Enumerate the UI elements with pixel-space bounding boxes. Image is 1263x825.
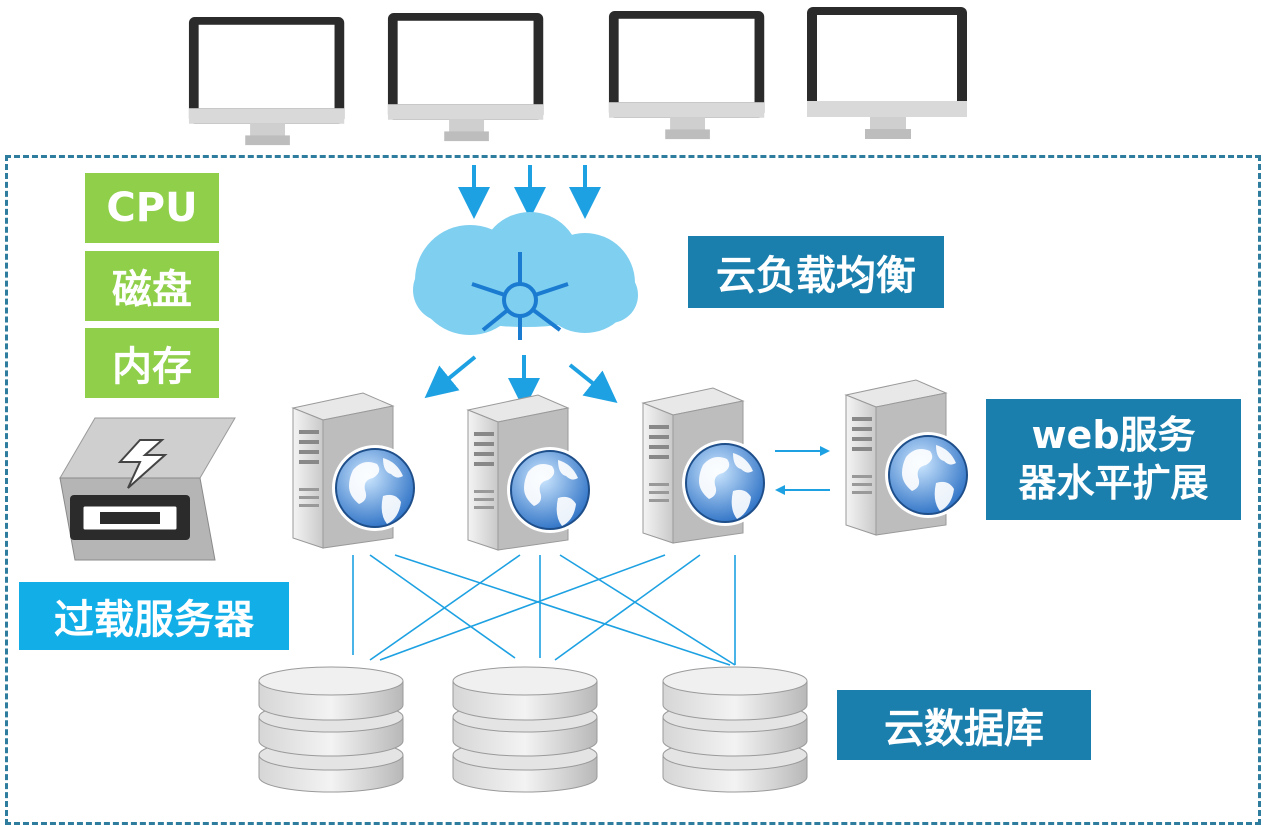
web-server-icon bbox=[467, 394, 594, 551]
web-server-icon bbox=[845, 379, 972, 536]
database-icon bbox=[662, 666, 808, 793]
monitor-icon bbox=[387, 13, 544, 142]
overloaded-server-label: 过载服务器 bbox=[19, 582, 289, 650]
system-boundary-frame bbox=[5, 155, 1261, 825]
cloud-to-server-arrows bbox=[424, 355, 618, 410]
server-database-links bbox=[352, 554, 736, 666]
overloaded-server-icon bbox=[59, 417, 236, 561]
cloud-database-label: 云数据库 bbox=[837, 690, 1091, 760]
monitor-icon bbox=[608, 11, 765, 140]
cpu-tag: CPU bbox=[85, 173, 219, 243]
web-scaling-label: web服务 器水平扩展 bbox=[986, 399, 1241, 520]
web-server-icon bbox=[642, 387, 769, 544]
database-icon bbox=[258, 666, 404, 793]
memory-tag: 内存 bbox=[85, 328, 219, 398]
client-to-cloud-arrows bbox=[458, 165, 601, 219]
scaling-arrows bbox=[775, 446, 830, 495]
web-server-icon bbox=[292, 392, 419, 549]
monitor-icon bbox=[807, 7, 967, 139]
web-scaling-label-line2: 器水平扩展 bbox=[1018, 460, 1209, 505]
database-icon bbox=[452, 666, 598, 793]
load-balancer-label: 云负载均衡 bbox=[688, 236, 944, 308]
cloud-balancer-icon bbox=[413, 212, 638, 340]
web-scaling-label-line1: web服务 bbox=[1031, 413, 1196, 457]
disk-tag: 磁盘 bbox=[85, 251, 219, 321]
monitor-icon bbox=[188, 17, 345, 146]
